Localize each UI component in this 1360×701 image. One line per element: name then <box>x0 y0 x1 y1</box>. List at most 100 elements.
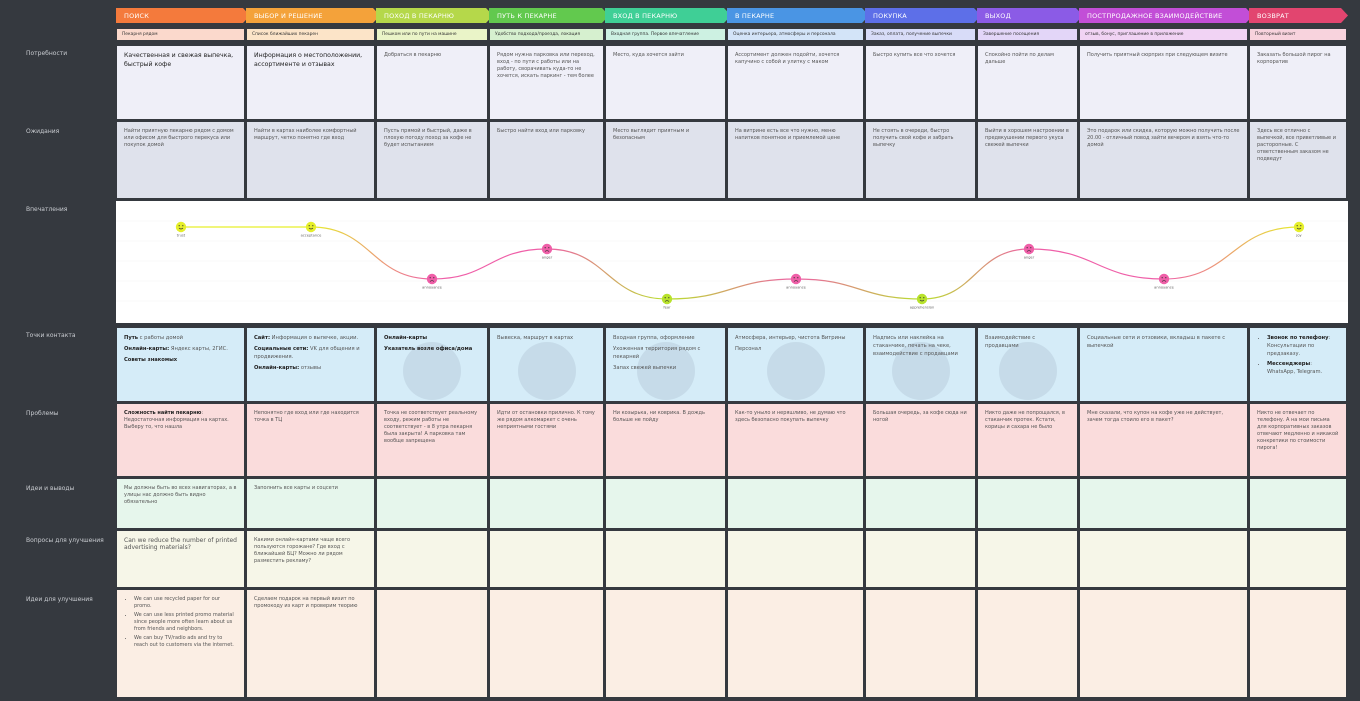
emotion-marker[interactable]: anger <box>1024 243 1035 260</box>
expectations-cell[interactable]: Место выглядит приятным и безопасным <box>606 122 725 198</box>
expectations-cell[interactable]: Найти в картах наиболее комфортный маршр… <box>247 122 374 198</box>
improvements-cell[interactable] <box>377 590 487 697</box>
questions-cell[interactable] <box>978 531 1077 587</box>
stage-header[interactable]: ПОИСК <box>116 8 250 23</box>
expectations-cell[interactable]: Это подарок или скидка, которую можно по… <box>1080 122 1247 198</box>
touchpoints-cell[interactable]: Социальные сети и отзовики, вкладыш в па… <box>1080 328 1247 401</box>
needs-cell[interactable]: Заказать большой пирог на корпоратив <box>1250 46 1346 119</box>
touchpoints-cell[interactable]: Сайт: Информация о выпечке, акции.Социал… <box>247 328 374 401</box>
emotion-marker[interactable]: anger <box>542 243 553 260</box>
ideas-cell[interactable] <box>490 479 603 528</box>
problems-cell[interactable]: Никто даже не попрощался, в стаканчик пр… <box>978 404 1077 476</box>
improvements-cell[interactable]: We can use recycled paper for our promo.… <box>117 590 244 697</box>
expectations-cell[interactable]: Не стоять в очереди, быстро получить сво… <box>866 122 975 198</box>
emotion-marker[interactable]: apprehension <box>910 293 935 310</box>
questions-cell[interactable] <box>377 531 487 587</box>
questions-cell[interactable] <box>606 531 725 587</box>
ideas-cell[interactable] <box>728 479 863 528</box>
needs-cell[interactable]: Информация о местоположении, ассортимент… <box>247 46 374 119</box>
touchpoint-list-item: Звонок по телефону: Консультации по пред… <box>1267 334 1339 358</box>
stage-header[interactable]: ПОКУПКА <box>865 8 981 23</box>
touchpoints-cell[interactable]: Звонок по телефону: Консультации по пред… <box>1250 328 1346 401</box>
needs-cell[interactable]: Ассортимент должен подойти, хочется капу… <box>728 46 863 119</box>
problems-cell[interactable]: Непонятно где вход или где находится точ… <box>247 404 374 476</box>
questions-cell[interactable] <box>490 531 603 587</box>
problems-cell[interactable]: Сложность найти пекарню: Недостаточная и… <box>117 404 244 476</box>
expectations-cell[interactable]: Выйти в хорошем настроении в предвкушени… <box>978 122 1077 198</box>
stage-header[interactable]: ПОСТПРОДАЖНОЕ ВЗАИМОДЕЙСТВИЕ <box>1079 8 1253 23</box>
ideas-cell[interactable]: Мы должны быть во всех навигаторах, а в … <box>117 479 244 528</box>
questions-cell[interactable] <box>866 531 975 587</box>
stage-header[interactable]: ПОХОД В ПЕКАРНЮ <box>376 8 493 23</box>
needs-cell[interactable]: Качественная и свежая выпечка, быстрый к… <box>117 46 244 119</box>
ideas-cell[interactable] <box>377 479 487 528</box>
needs-cell[interactable]: Рядом нужна парковка или переход, вход -… <box>490 46 603 119</box>
ideas-cell[interactable]: Заполнить все карты и соцсети <box>247 479 374 528</box>
stage-header[interactable]: ВЫХОД <box>977 8 1083 23</box>
touchpoint-text: с работы домой <box>138 335 183 341</box>
row-label: Вопросы для улучшения <box>26 537 104 544</box>
questions-cell[interactable] <box>1250 531 1346 587</box>
touchpoints-cell[interactable]: Взаимодействие с продавцами <box>978 328 1077 401</box>
improvements-cell[interactable] <box>490 590 603 697</box>
problems-cell[interactable]: Мне сказали, что купон на кофе уже не де… <box>1080 404 1247 476</box>
questions-cell[interactable]: Can we reduce the number of printed adve… <box>117 531 244 587</box>
touchpoints-cell[interactable]: Надпись или наклейка на стаканчике, печа… <box>866 328 975 401</box>
touchpoint-line: Надпись или наклейка на стаканчике, печа… <box>873 334 968 358</box>
expectations-cell[interactable]: На витрине есть все что нужно, меню напи… <box>728 122 863 198</box>
problems-cell[interactable]: Точка не соответствует реальному входу, … <box>377 404 487 476</box>
problems-cell[interactable]: Никто не отвечает по телефону. А на мои … <box>1250 404 1346 476</box>
expectations-cell[interactable]: Здесь все отлично с выпечкой, все привет… <box>1250 122 1346 198</box>
ideas-cell[interactable] <box>1080 479 1247 528</box>
stage-header[interactable]: ВХОД В ПЕКАРНЮ <box>605 8 731 23</box>
emotion-marker[interactable]: annoyance <box>786 273 807 290</box>
needs-cell[interactable]: Спокойно пойти по делам дальше <box>978 46 1077 119</box>
improvements-cell[interactable] <box>978 590 1077 697</box>
needs-cell[interactable]: Быстро купить все что хочется <box>866 46 975 119</box>
emotion-face-icon <box>1293 221 1305 233</box>
stage-header[interactable]: ПУТЬ К ПЕКАРНЕ <box>489 8 609 23</box>
stage-header[interactable]: ВОЗВРАТ <box>1249 8 1348 23</box>
questions-cell[interactable]: Какими онлайн-картами чаще всего пользую… <box>247 531 374 587</box>
improvements-cell[interactable] <box>866 590 975 697</box>
emotion-marker[interactable]: acceptance <box>301 221 323 238</box>
stage-header[interactable]: ВЫБОР И РЕШЕНИЕ <box>246 8 380 23</box>
needs-cell[interactable]: Место, куда хочется зайти <box>606 46 725 119</box>
expectations-cell[interactable]: Быстро найти вход или парковку <box>490 122 603 198</box>
ideas-cell[interactable] <box>1250 479 1346 528</box>
touchpoint-line: Сайт: Информация о выпечке, акции. <box>254 334 367 342</box>
questions-cell[interactable] <box>728 531 863 587</box>
need-text: Быстро купить все что хочется <box>873 52 956 58</box>
ideas-cell[interactable] <box>866 479 975 528</box>
stage-header[interactable]: В ПЕКАРНЕ <box>727 8 869 23</box>
ideas-cell[interactable] <box>978 479 1077 528</box>
emotion-marker[interactable]: fear <box>661 293 673 310</box>
emotion-marker[interactable]: annoyance <box>1154 273 1175 290</box>
ideas-cell[interactable] <box>606 479 725 528</box>
improvements-cell[interactable] <box>1080 590 1247 697</box>
problems-cell[interactable]: Большая очередь, за кофе сюда ни ногой <box>866 404 975 476</box>
improvements-cell[interactable] <box>606 590 725 697</box>
questions-cell[interactable] <box>1080 531 1247 587</box>
row-label: Проблемы <box>26 410 59 417</box>
improvements-cell[interactable]: Сделаем подарок на первый визит по промо… <box>247 590 374 697</box>
emotion-marker[interactable]: trust <box>175 221 187 238</box>
touchpoints-cell[interactable]: Вывеска, маршрут в картах <box>490 328 603 401</box>
improvements-cell[interactable] <box>1250 590 1346 697</box>
needs-cell[interactable]: Получить приятный сюрприз при следующем … <box>1080 46 1247 119</box>
problems-cell[interactable]: Ни козырька, ни коврика. В дождь больше … <box>606 404 725 476</box>
needs-cell[interactable]: Добраться в пекарню <box>377 46 487 119</box>
touchpoint-strong: Онлайн-карты: <box>254 365 300 371</box>
improvements-cell[interactable] <box>728 590 863 697</box>
expectations-cell[interactable]: Пусть прямой и быстрый, даже в плохую по… <box>377 122 487 198</box>
problems-cell[interactable]: Идти от остановки прилично. К тому же ря… <box>490 404 603 476</box>
expectations-cell[interactable]: Найти приятную пекарню рядом с домом или… <box>117 122 244 198</box>
emotion-marker[interactable]: joy <box>1293 221 1305 238</box>
emotion-curve-panel: trust acceptance annoyance anger fear annoyan… <box>116 201 1348 323</box>
emotion-marker[interactable]: annoyance <box>422 273 443 290</box>
problems-cell[interactable]: Как-то уныло и неряшливо, не думаю что з… <box>728 404 863 476</box>
